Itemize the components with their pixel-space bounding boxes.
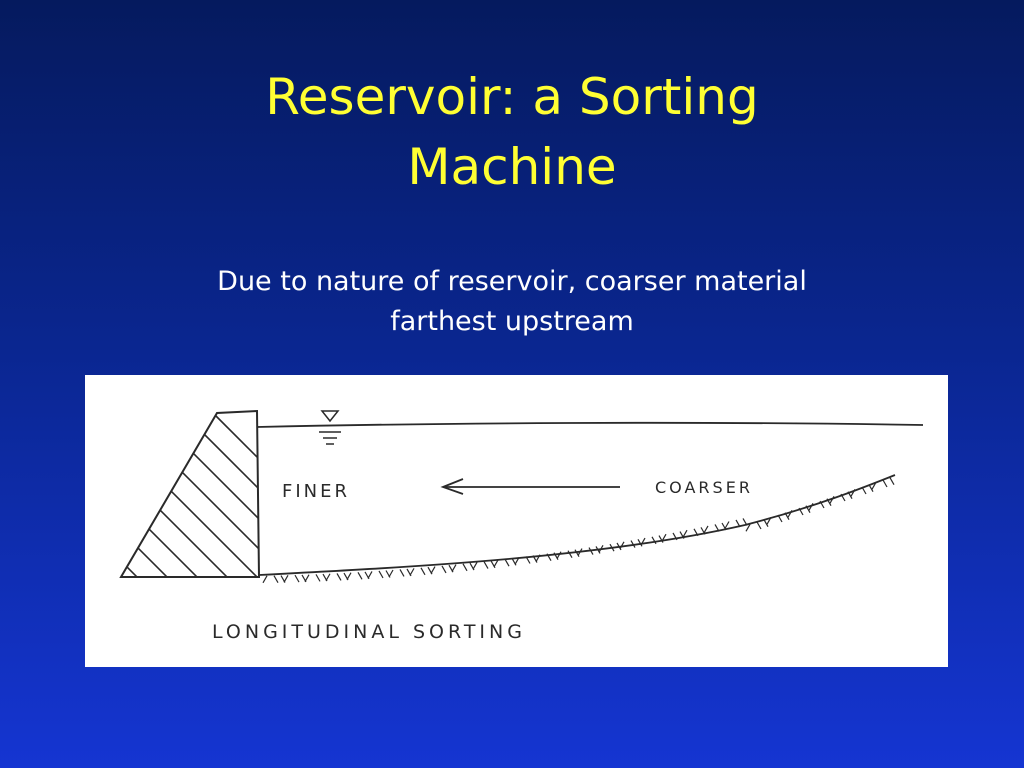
bed-hatch-mark bbox=[388, 569, 394, 578]
bed-hatch-mark bbox=[847, 491, 853, 499]
bed-hatch-mark bbox=[693, 528, 699, 537]
bed-hatch-mark bbox=[273, 575, 279, 584]
bed-hatch-mark bbox=[336, 573, 342, 581]
slide-title-line-1: Reservoir: a Sorting bbox=[265, 68, 759, 126]
bed-hatch-mark bbox=[441, 565, 447, 574]
bed-hatch-mark bbox=[889, 477, 895, 485]
bed-hatch-mark bbox=[805, 505, 811, 513]
bed-hatch-mark bbox=[472, 562, 478, 570]
bed-hatch-mark bbox=[294, 574, 300, 583]
bed-hatch-mark bbox=[630, 540, 636, 548]
bed-hatch-mark bbox=[819, 500, 825, 509]
finer-label: FINER bbox=[282, 481, 350, 502]
slide-title: Reservoir: a Sorting Machine bbox=[0, 62, 1024, 202]
bed-hatch-mark bbox=[420, 567, 426, 576]
reservoir-bed-line bbox=[258, 474, 896, 576]
bed-hatch-mark bbox=[651, 536, 657, 545]
bed-hatch-mark bbox=[756, 521, 762, 530]
bed-hatch-mark bbox=[777, 514, 783, 523]
bed-hatch-mark bbox=[325, 573, 331, 582]
bed-hatch-mark bbox=[283, 575, 289, 583]
bed-sediment-hatching bbox=[262, 477, 895, 584]
flow-arrow bbox=[440, 478, 620, 495]
dam-outline bbox=[119, 409, 261, 578]
bed-hatch-mark bbox=[661, 533, 667, 542]
bed-hatch-mark bbox=[840, 493, 846, 502]
bed-hatch-mark bbox=[742, 518, 748, 526]
water-surface-line bbox=[256, 421, 924, 428]
bed-hatch-mark bbox=[493, 559, 499, 568]
bed-hatch-mark bbox=[315, 574, 321, 582]
bed-hatch-mark bbox=[619, 541, 625, 550]
bed-hatch-mark bbox=[409, 568, 415, 576]
bed-hatch-mark bbox=[672, 532, 678, 541]
bed-hatch-mark bbox=[525, 556, 531, 564]
bed-hatch-mark bbox=[808, 503, 814, 511]
bed-hatch-mark bbox=[714, 524, 720, 532]
bed-hatch-mark bbox=[577, 548, 583, 556]
bed-hatch-mark bbox=[861, 486, 867, 495]
bed-hatch-mark bbox=[700, 527, 706, 535]
bed-hatch-mark bbox=[766, 517, 772, 525]
bed-hatch-mark bbox=[745, 524, 751, 532]
bed-hatch-mark bbox=[871, 482, 877, 490]
bed-hatch-mark bbox=[367, 571, 373, 579]
bed-hatch-mark bbox=[262, 575, 268, 584]
bed-hatch-mark bbox=[679, 531, 685, 539]
sorting-sketch: FINER COARSER LONGITUDINAL SORTING bbox=[119, 409, 924, 643]
bed-hatch-mark bbox=[798, 507, 804, 516]
bed-hatch-mark bbox=[399, 569, 405, 577]
slide-title-line-2: Machine bbox=[407, 138, 617, 196]
bed-hatch-mark bbox=[724, 521, 730, 529]
bed-hatch-mark bbox=[850, 489, 856, 497]
bed-hatch-mark bbox=[721, 522, 727, 531]
bed-hatch-mark bbox=[682, 529, 688, 538]
bed-hatch-mark bbox=[378, 570, 384, 579]
bed-hatch-mark bbox=[483, 561, 489, 569]
bed-hatch-mark bbox=[514, 557, 520, 565]
bed-hatch-mark bbox=[556, 551, 562, 560]
bed-hatch-mark bbox=[451, 564, 457, 572]
bed-hatch-mark bbox=[787, 510, 793, 518]
bed-hatch-mark bbox=[763, 519, 769, 527]
slide-subtitle-line-2: farthest upstream bbox=[390, 306, 634, 337]
longitudinal-sorting-caption: LONGITUDINAL SORTING bbox=[212, 621, 526, 643]
bed-hatch-mark bbox=[868, 484, 874, 492]
bed-hatch-mark bbox=[640, 537, 646, 546]
slide-subtitle-line-1: Due to nature of reservoir, coarser mate… bbox=[217, 266, 807, 297]
coarser-label: COARSER bbox=[655, 478, 753, 497]
bed-hatch-mark bbox=[504, 558, 510, 567]
bed-hatch-mark bbox=[735, 519, 741, 528]
bed-hatch-mark bbox=[598, 544, 604, 553]
bed-hatch-mark bbox=[609, 543, 615, 552]
slide-subtitle: Due to nature of reservoir, coarser mate… bbox=[0, 262, 1024, 342]
bed-hatch-mark bbox=[304, 574, 310, 582]
bed-hatch-mark bbox=[588, 547, 594, 555]
bed-hatch-mark bbox=[829, 496, 835, 504]
bed-hatch-mark bbox=[535, 554, 541, 562]
bed-hatch-mark bbox=[546, 553, 552, 561]
bed-hatch-mark bbox=[462, 563, 468, 572]
bed-hatch-mark bbox=[784, 512, 790, 520]
bed-hatch-mark bbox=[567, 550, 573, 558]
bed-hatch-mark bbox=[882, 479, 888, 488]
water-level-symbol bbox=[319, 410, 341, 445]
bed-hatch-mark bbox=[430, 566, 436, 574]
bed-hatch-mark bbox=[826, 498, 832, 506]
bed-hatch-mark bbox=[357, 571, 363, 580]
sorting-diagram: FINER COARSER LONGITUDINAL SORTING bbox=[85, 375, 948, 667]
bed-hatch-mark bbox=[703, 525, 709, 534]
bed-hatch-mark bbox=[346, 572, 352, 580]
